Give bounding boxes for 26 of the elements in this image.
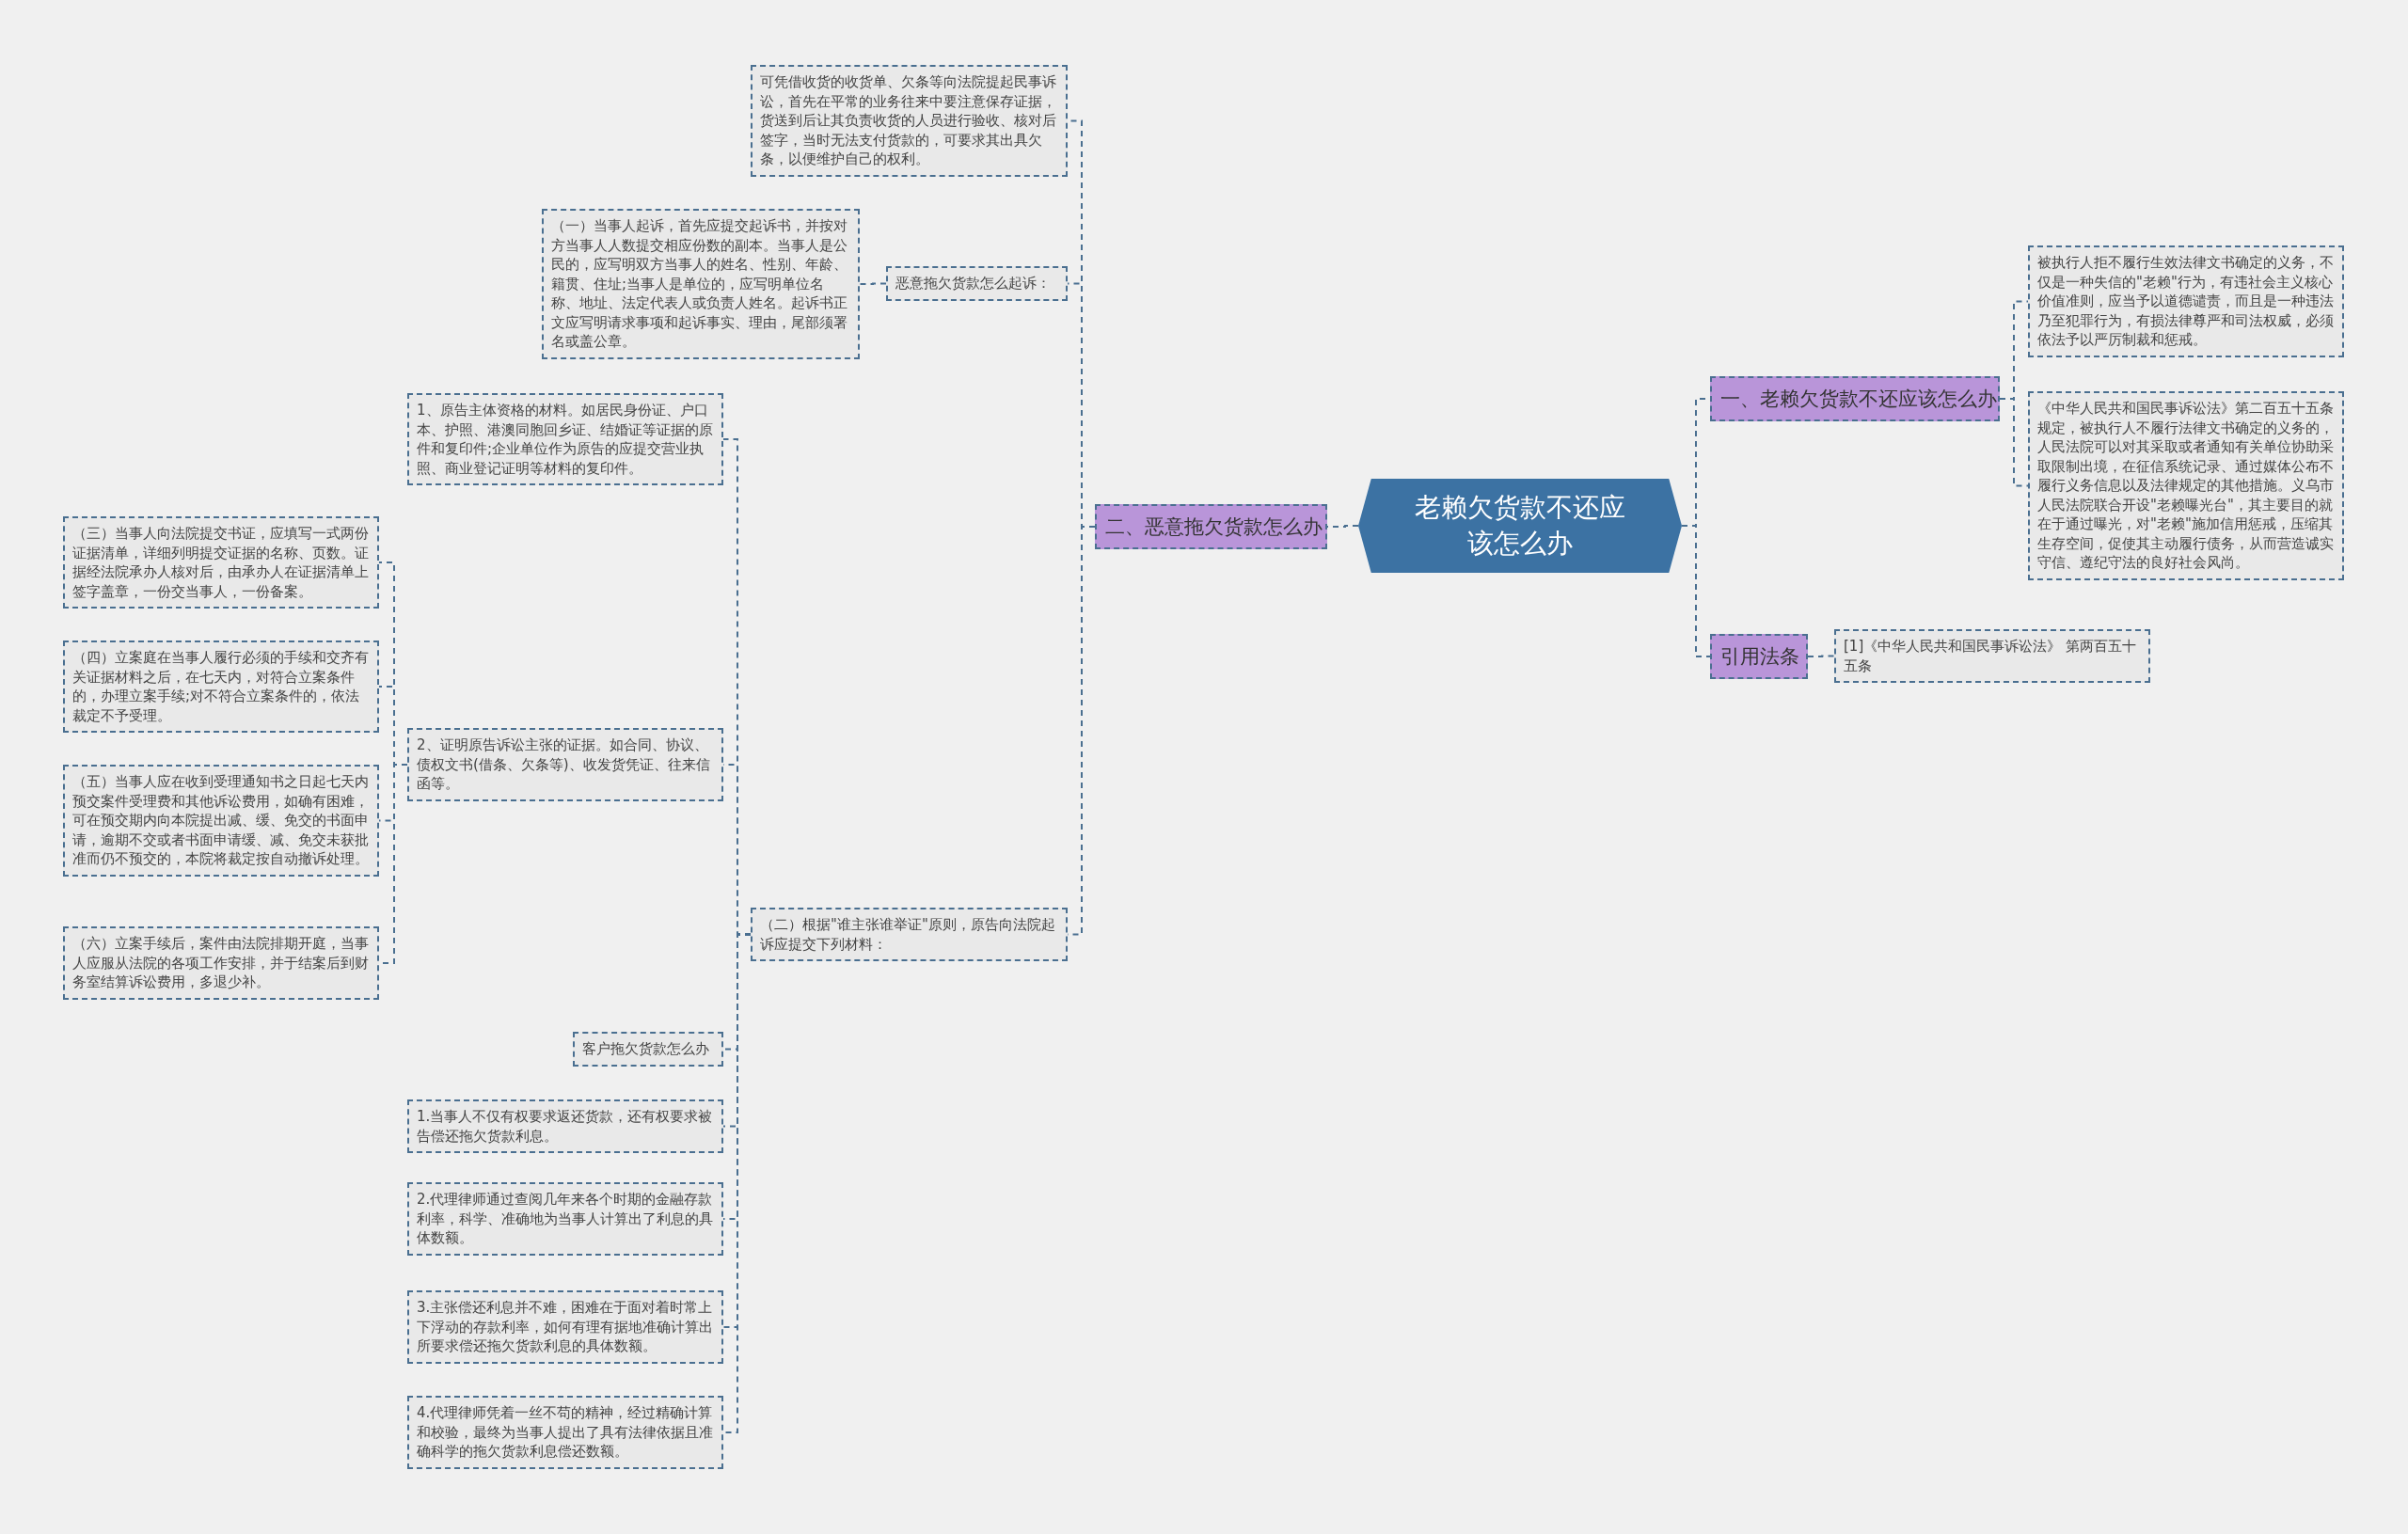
text-box: （六）立案手续后，案件由法院排期开庭，当事人应服从法院的各项工作安排，并于结案后到财务室结算诉讼费用，多退少补。 xyxy=(63,926,379,1000)
text-box: 2.代理律师通过查阅几年来各个时期的金融存款利率，科学、准确地为当事人计算出了利息的具体数额。 xyxy=(407,1182,723,1256)
text-box: [1]《中华人民共和国民事诉讼法》 第两百五十五条 xyxy=(1834,629,2150,683)
text-box: （五）当事人应在收到受理通知书之日起七天内预交案件受理费和其他诉讼费用，如确有困难，可在预交期内向本院提出减、缓、免交的书面申请，逾期不交或者书面申请缓、减、免交未获批准而仍不预交的，本院将裁定按自动撤诉处理。 xyxy=(63,765,379,877)
text-box: 《中华人民共和国民事诉讼法》第二百五十五条规定，被执行人不履行法律文书确定的义务的，人民法院可以对其采取或者通知有关单位协助采取限制出境，在征信系统记录、通过媒体公布不履行义务信息以及法律规定的其他措施。义乌市人民法院联合开设"老赖曝光台"，其主要目的就在于通过曝光，对"老赖"施加信用惩戒，压缩其生存空间，促使其主动履行债务，从而营造诚实守信、遵纪守法的良好社会风尚。 xyxy=(2028,391,2344,580)
connector xyxy=(1681,525,1711,657)
branch-box: 引用法条 xyxy=(1710,634,1808,679)
text-box: 1、原告主体资格的材料。如居民身份证、户口本、护照、港澳同胞回乡证、结婚证等证据的原件和复印件;企业单位作为原告的应提交营业执照、商业登记证明等材料的复印件。 xyxy=(407,393,723,485)
branch-box: 二、恶意拖欠货款怎么办 xyxy=(1095,504,1327,549)
text-box: 4.代理律师凭着一丝不苟的精神，经过精确计算和校验，最终为当事人提出了具有法律依据且准确科学的拖欠货款利息偿还数额。 xyxy=(407,1396,723,1469)
text-box: 被执行人拒不履行生效法律文书确定的义务，不仅是一种失信的"老赖"行为，有违社会主义核心价值准则，应当予以道德谴责，而且是一种违法乃至犯罪行为，有损法律尊严和司法权威，必须依法予以严厉制裁和惩戒。 xyxy=(2028,245,2344,357)
text-box: （二）根据"谁主张谁举证"原则，原告向法院起诉应提交下列材料： xyxy=(751,908,1068,961)
text-box: 3.主张偿还利息并不难，困难在于面对着时常上下浮动的存款利率，如何有理有据地准确计算出所要求偿还拖欠货款利息的具体数额。 xyxy=(407,1290,723,1364)
connector xyxy=(1999,398,2029,487)
text-box: 恶意拖欠货款怎么起诉： xyxy=(886,266,1068,301)
text-box: （三）当事人向法院提交书证，应填写一式两份证据清单，详细列明提交证据的名称、页数。证据经法院承办人核对后，由承办人在证据清单上签字盖章，一份交当事人，一份备案。 xyxy=(63,516,379,609)
text-box: 1.当事人不仅有权要求返还货款，还有权要求被告偿还拖欠货款利息。 xyxy=(407,1099,723,1153)
topic-hexagon: 老赖欠货款不还应该怎么办 xyxy=(1358,479,1682,573)
text-box: （四）立案庭在当事人履行必须的手续和交齐有关证据材料之后，在七天内，对符合立案条件的，办理立案手续;对不符合立案条件的，依法裁定不予受理。 xyxy=(63,640,379,733)
branch-box: 一、老赖欠货款不还应该怎么办 xyxy=(1710,376,2000,421)
connector xyxy=(1807,655,1835,657)
text-box: 可凭借收货的收货单、欠条等向法院提起民事诉讼，首先在平常的业务往来中要注意保存证据，货送到后让其负责收货的人员进行验收、核对后签字，当时无法支付货款的，可要求其出具欠条，以便维护自己的权利。 xyxy=(751,65,1068,177)
text-box: （一）当事人起诉，首先应提交起诉书，并按对方当事人人数提交相应份数的副本。当事人是公民的，应写明双方当事人的姓名、性别、年龄、籍贯、住址;当事人是单位的，应写明单位名称、地址、法定代表人或负责人姓名。起诉书正文应写明请求事项和起诉事实、理由，尾部须署名或盖公章。 xyxy=(542,209,860,359)
text-box: 2、证明原告诉讼主张的证据。如合同、协议、债权文书(借条、欠条等)、收发货凭证、往来信函等。 xyxy=(407,728,723,801)
connector xyxy=(859,282,887,285)
text-box: 客户拖欠货款怎么办 xyxy=(573,1032,723,1067)
